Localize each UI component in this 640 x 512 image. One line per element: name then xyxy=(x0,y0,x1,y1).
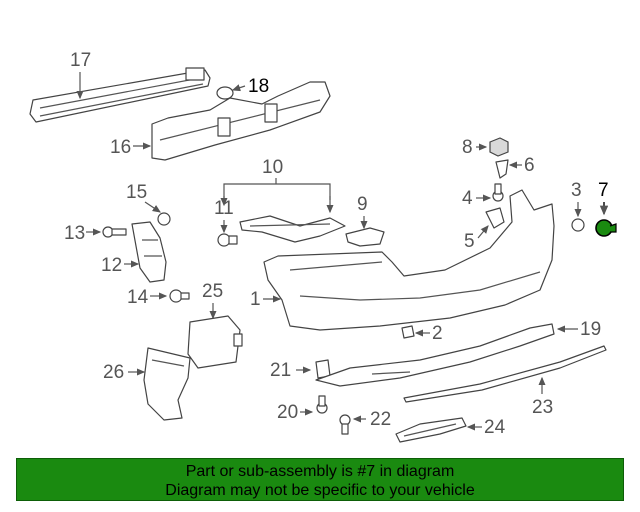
part-15-nut[interactable] xyxy=(157,212,171,226)
part-18-grommet[interactable] xyxy=(216,86,234,100)
callout-12: 12 xyxy=(101,255,122,276)
callout-4: 4 xyxy=(462,188,473,209)
parts-diagram: 17 18 16 10 11 9 15 13 xyxy=(29,50,617,443)
part-13-bolt[interactable] xyxy=(102,226,127,238)
part-25-module[interactable] xyxy=(187,315,243,369)
callout-17: 17 xyxy=(70,50,91,71)
callout-16: 16 xyxy=(110,137,131,158)
part-7-highlighted[interactable] xyxy=(595,219,617,237)
callout-26: 26 xyxy=(103,362,124,383)
callout-25: 25 xyxy=(202,281,223,302)
part-4-bolt[interactable] xyxy=(492,183,504,202)
part-24-grille[interactable] xyxy=(395,417,467,443)
part-10-bracket[interactable] xyxy=(239,215,346,243)
part-26-bracket[interactable] xyxy=(143,347,191,421)
callout-23: 23 xyxy=(532,397,553,418)
callout-19: 19 xyxy=(580,319,601,340)
callout-2: 2 xyxy=(432,323,443,344)
part-3-nut[interactable] xyxy=(571,218,585,232)
part-5-bracket[interactable] xyxy=(485,207,505,229)
callout-11: 11 xyxy=(214,198,234,219)
part-23-strip[interactable] xyxy=(403,345,607,403)
callout-1: 1 xyxy=(250,289,261,310)
callout-9: 9 xyxy=(357,194,368,215)
callout-24: 24 xyxy=(484,417,506,438)
part-16-absorber[interactable] xyxy=(151,81,331,161)
part-9-bracket[interactable] xyxy=(345,227,385,247)
part-22-clip[interactable] xyxy=(339,414,351,435)
banner-line-1: Part or sub-assembly is #7 in diagram xyxy=(185,463,455,480)
callout-15: 15 xyxy=(126,182,147,203)
callout-18: 18 xyxy=(248,76,269,97)
callout-14: 14 xyxy=(127,287,149,308)
part-12-retainer[interactable] xyxy=(131,221,167,283)
callout-8: 8 xyxy=(462,137,473,158)
callout-10: 10 xyxy=(262,157,283,178)
callout-13: 13 xyxy=(64,223,85,244)
callout-5: 5 xyxy=(464,231,475,252)
part-2-clip[interactable] xyxy=(401,325,415,339)
part-11-clip[interactable] xyxy=(217,233,238,247)
part-8-block[interactable] xyxy=(489,137,509,157)
info-banner: Part or sub-assembly is #7 in diagram Di… xyxy=(16,458,624,501)
part-20-screw[interactable] xyxy=(316,395,328,414)
banner-line-2: Diagram may not be specific to your vehi… xyxy=(165,482,475,499)
callout-20: 20 xyxy=(277,402,298,423)
callout-3: 3 xyxy=(571,180,582,201)
callout-21: 21 xyxy=(270,360,291,381)
callout-6: 6 xyxy=(524,155,535,176)
callout-22: 22 xyxy=(370,409,391,430)
part-17-reinforcement[interactable] xyxy=(29,67,211,123)
callout-7: 7 xyxy=(598,180,609,201)
part-19-molding[interactable] xyxy=(315,323,555,387)
part-1-bumper-cover[interactable] xyxy=(263,189,555,331)
part-6-clip[interactable] xyxy=(495,159,509,179)
part-14-bolt[interactable] xyxy=(169,289,190,303)
